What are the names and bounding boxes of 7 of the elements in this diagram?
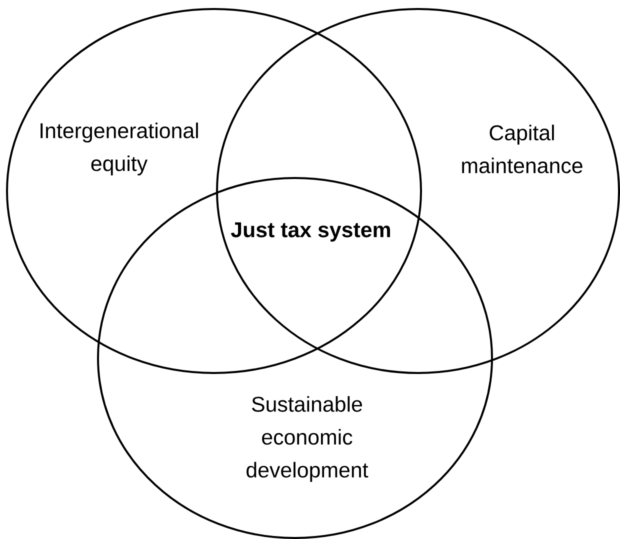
venn-circle [97,176,493,539]
venn-circle [6,8,422,374]
venn-circle [216,8,620,374]
center-label: Just tax system [230,222,390,242]
circle-label: Sustainable economic development [246,396,368,482]
circle-label: Capital maintenance [462,124,582,174]
circle-label: Intergenerational equity [40,122,198,176]
